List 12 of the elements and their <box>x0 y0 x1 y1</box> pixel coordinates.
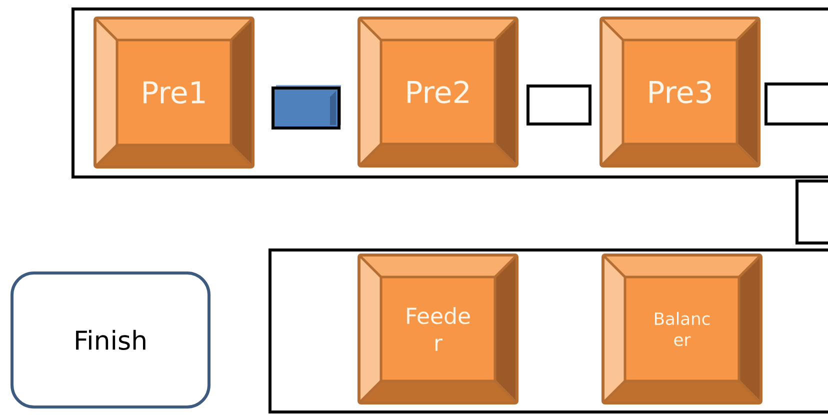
bevel-button: Pre3 <box>600 16 760 168</box>
small-box <box>796 180 828 244</box>
rounded-box: Finish <box>10 272 210 408</box>
bevel-button: Pre1 <box>94 16 254 168</box>
bevel-button: Feede r <box>358 254 518 404</box>
bevel-button: Balanc er <box>602 254 762 404</box>
small-box <box>526 84 592 126</box>
bevel-block <box>272 85 341 130</box>
small-box <box>764 82 828 126</box>
group-frame <box>72 8 828 178</box>
bevel-button: Pre2 <box>358 16 518 168</box>
group-frame <box>268 248 828 414</box>
